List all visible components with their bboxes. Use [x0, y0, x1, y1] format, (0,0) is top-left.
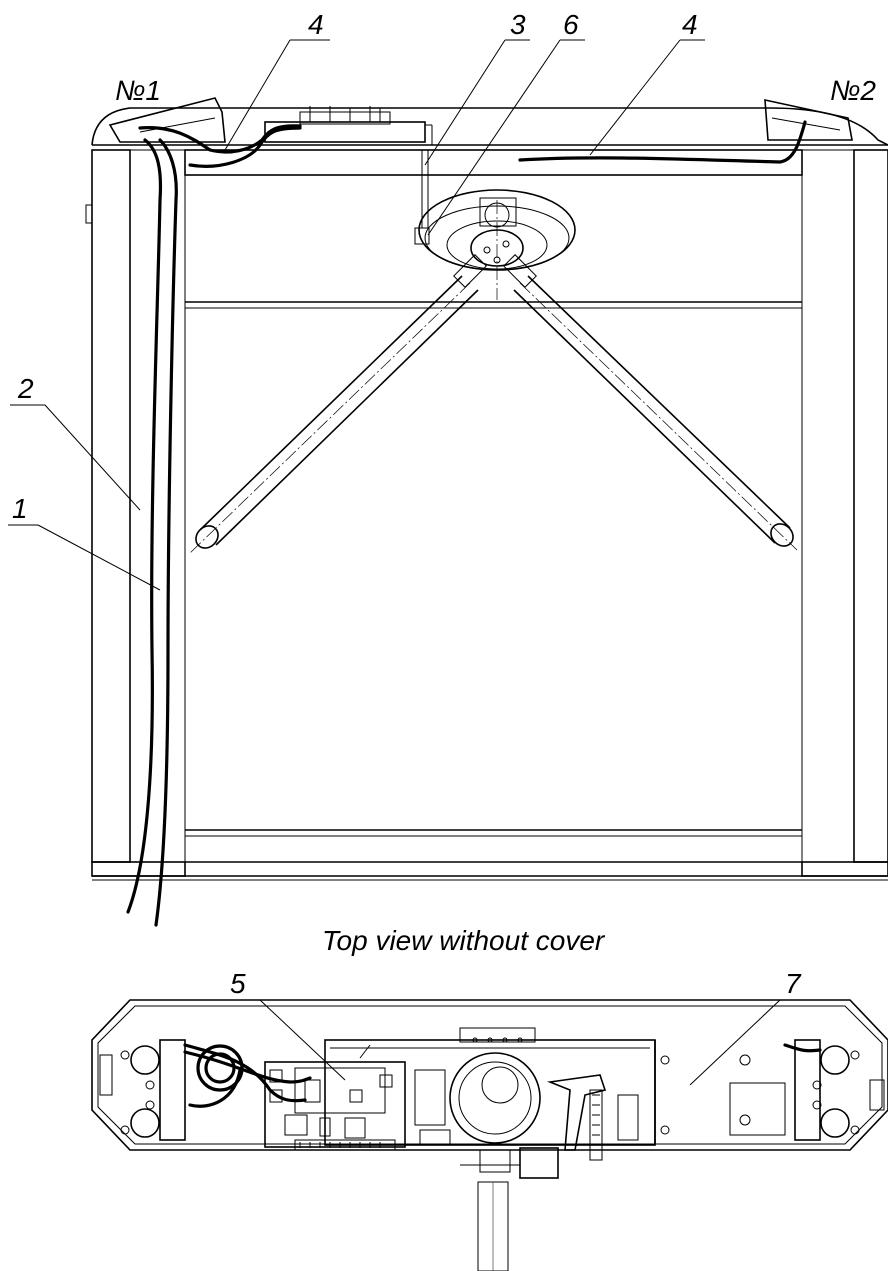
figure-caption: Top view without cover [322, 925, 606, 956]
cable-coil [183, 1043, 312, 1108]
right-pillar [801, 149, 888, 877]
rotor-hub [414, 150, 576, 271]
top-housing [91, 999, 888, 1151]
top-cover [91, 107, 888, 146]
callout-6: 6 [563, 9, 579, 40]
reader-housing-1 [108, 97, 226, 143]
barrier-arm-right [503, 254, 798, 551]
callout-1: 1 [12, 493, 28, 524]
callout-4-left: 4 [308, 9, 324, 40]
unit-label-1: №1 [115, 75, 161, 106]
callout-2: 2 [17, 373, 34, 404]
callout-7: 7 [785, 968, 802, 999]
callout-5: 5 [230, 968, 246, 999]
callout-4-right: 4 [682, 9, 698, 40]
front-view: №1 №2 4 3 6 4 2 1 [8, 9, 888, 927]
upper-panel [184, 149, 803, 176]
reader-housing-2 [764, 98, 853, 141]
barrier-arm-left [189, 254, 487, 554]
cables [126, 120, 807, 927]
leader-lines [8, 39, 705, 591]
callout-3: 3 [510, 9, 526, 40]
unit-label-2: №2 [830, 75, 876, 106]
control-board [264, 106, 433, 145]
top-view: 5 7 [91, 968, 888, 1271]
right-compartment [654, 1040, 822, 1145]
controller-board [264, 1061, 406, 1151]
rotor-mechanism [324, 1027, 656, 1179]
